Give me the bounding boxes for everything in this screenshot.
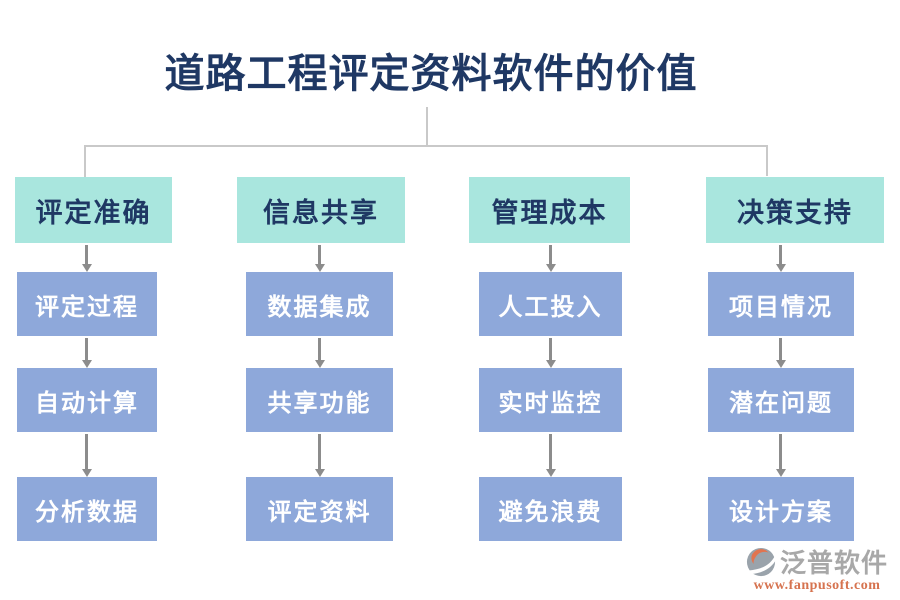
connector-drop-right [766,147,768,176]
arrow-down-icon [81,434,92,477]
fanpu-logo-icon [746,547,776,576]
item-realtime-monitoring: 实时监控 [479,368,622,432]
item-data-integration: 数据集成 [246,272,393,336]
item-evaluation-process: 评定过程 [17,272,157,336]
item-potential-issues: 潜在问题 [708,368,854,432]
item-labor-input: 人工投入 [479,272,622,336]
arrow-down-icon [545,434,556,477]
connector-drop-left [84,147,86,178]
arrow-down-icon [775,245,786,272]
item-data-analysis: 分析数据 [17,477,157,541]
brand-name: 泛普软件 [779,549,888,578]
brand-watermark: 泛普软件 www.fanpusoft.com [746,543,888,594]
connector-title-stem [426,107,428,145]
arrow-down-icon [314,434,325,477]
item-project-status: 项目情况 [708,272,854,336]
item-design-scheme: 设计方案 [708,477,854,541]
arrow-down-icon [314,338,325,368]
arrow-down-icon [775,434,786,477]
arrow-down-icon [545,245,556,272]
item-waste-avoidance: 避免浪费 [479,477,622,541]
item-auto-calculation: 自动计算 [17,368,157,432]
page-title: 道路工程评定资料软件的价值 [164,51,698,96]
arrow-down-icon [81,338,92,368]
item-evaluation-data: 评定资料 [246,477,393,541]
header-decision-support: 决策支持 [706,177,884,243]
header-management-cost: 管理成本 [469,177,630,243]
arrow-down-icon [81,245,92,272]
item-sharing-function: 共享功能 [246,368,393,432]
header-info-sharing: 信息共享 [237,177,405,243]
header-accurate-evaluation: 评定准确 [15,177,172,243]
arrow-down-icon [775,338,786,368]
arrow-down-icon [545,338,556,368]
connector-horizontal-bar [84,145,768,147]
arrow-down-icon [314,245,325,272]
brand-url: www.fanpusoft.com [753,578,881,593]
